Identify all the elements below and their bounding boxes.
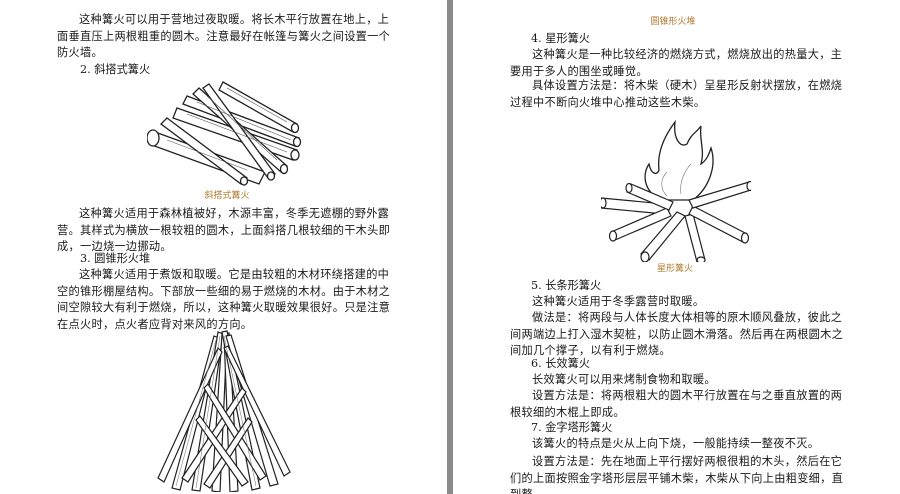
left-page: 这种篝火可以用于营地过夜取暖。将长木平行放置在地上，上面垂直压上两根粗重的圆木。… — [0, 0, 447, 494]
caption-cone-fire: 圆锥形火堆 — [650, 17, 696, 27]
star-fire-paragraph-2: 具体设置方法是：将木柴（硬木）呈星形反射状摆放，在燃烧过程中不断向火堆中心推动这… — [510, 79, 843, 109]
heading-lean-to-fire: 2. 斜搭式篝火 — [80, 63, 151, 76]
heading-cone-fire: 3. 圆锥形火堆 — [80, 252, 151, 265]
cone-fire-illustration — [157, 330, 291, 492]
heading-long-fire: 5. 长条形篝火 — [531, 279, 602, 292]
caption-lean-to-fire: 斜搭式篝火 — [204, 191, 250, 201]
star-fire-paragraph-1: 这种篝火是一种比较经济的燃烧方式，燃烧放出的热量大，主要用于多人的围坐或睡觉。 — [510, 48, 843, 78]
lean-to-fire-paragraph: 这种篝火适用于森林植被好，木源丰富，冬季无遮棚的野外露营。其样式为横放一根较粗的… — [57, 207, 391, 253]
long-fire-paragraph-1: 这种篝火适用于冬季露营时取暖。 — [532, 295, 705, 308]
page-gutter — [447, 0, 453, 494]
heading-star-fire: 4. 星形篝火 — [531, 32, 590, 45]
lean-to-fire-illustration — [147, 81, 302, 186]
heading-long-lasting-fire: 6. 长效篝火 — [531, 357, 590, 370]
pyramid-fire-paragraph-2: 设置方法是：先在地面上平行摆好两根很粗的木头，然后在它们的上面按照金字塔形层层平… — [510, 455, 844, 494]
long-lasting-fire-paragraph-1: 长效篝火可以用来烤制食物和取暖。 — [532, 373, 716, 386]
intro-paragraph: 这种篝火可以用于营地过夜取暖。将长木平行放置在地上，上面垂直压上两根粗重的圆木。… — [57, 13, 391, 59]
long-lasting-fire-paragraph-2: 设置方法是：将两根粗大的圆木平行放置在与之垂直放置的两根较细的木棍上即成。 — [510, 389, 843, 419]
cone-fire-paragraph: 这种篝火适用于煮饭和取暖。它是由较粗的木材环绕搭建的中空的锥形棚屋结构。下部放一… — [57, 268, 391, 331]
long-fire-paragraph-2: 做法是：将两段与人体长度大体相等的原木顺风叠放，彼此之间两端边上打入湿木契桩，以… — [510, 311, 844, 357]
right-page: 圆锥形火堆 4. 星形篝火 这种篝火是一种比较经济的燃烧方式，燃烧放出的热量大，… — [453, 0, 900, 494]
star-fire-illustration — [601, 119, 751, 262]
heading-pyramid-fire: 7. 金字塔形篝火 — [531, 421, 613, 434]
pyramid-fire-paragraph-1: 该篝火的特点是火从上向下烧，一般能持续一整夜不灭。 — [532, 437, 820, 450]
caption-star-fire: 星形篝火 — [656, 264, 693, 274]
